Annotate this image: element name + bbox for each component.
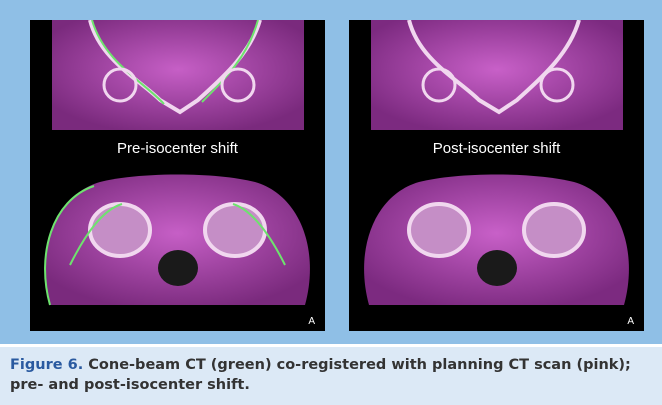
femoral-head	[102, 67, 138, 103]
axial-cbct-edge	[232, 203, 286, 266]
pre-shift-label: Pre-isocenter shift	[117, 140, 238, 157]
left-acetabulum	[407, 202, 471, 258]
rectum	[158, 250, 198, 286]
pre-shift-ct-image	[44, 20, 310, 306]
orientation-marker: A	[308, 316, 315, 327]
femoral-head	[220, 67, 256, 103]
caption-text: Figure 6. Cone-beam CT (green) co-regist…	[10, 355, 652, 395]
right-acetabulum	[522, 202, 586, 258]
pre-shift-panel: Pre-isocenter shift A	[30, 20, 325, 331]
coronal-pelvic-bone	[407, 20, 581, 115]
caption-body: Cone-beam CT (green) co-registered with …	[10, 357, 631, 393]
right-acetabulum	[203, 202, 267, 258]
rectum	[477, 250, 517, 286]
post-shift-label: Post-isocenter shift	[432, 140, 561, 157]
left-acetabulum	[88, 202, 152, 258]
axial-cbct-edge	[44, 185, 95, 306]
figure-caption: Figure 6. Cone-beam CT (green) co-regist…	[0, 347, 662, 405]
axial-cbct-edge	[69, 203, 123, 266]
coronal-cbct-edge	[201, 20, 259, 103]
orientation-marker: A	[627, 316, 634, 327]
post-shift-panel: Post-isocenter shift A	[349, 20, 644, 331]
coronal-tissue	[52, 20, 304, 130]
femoral-head	[421, 67, 457, 103]
femoral-head	[539, 67, 575, 103]
coronal-tissue	[371, 20, 623, 130]
post-shift-ct-image	[364, 20, 629, 305]
figure-label: Figure 6.	[10, 357, 84, 373]
